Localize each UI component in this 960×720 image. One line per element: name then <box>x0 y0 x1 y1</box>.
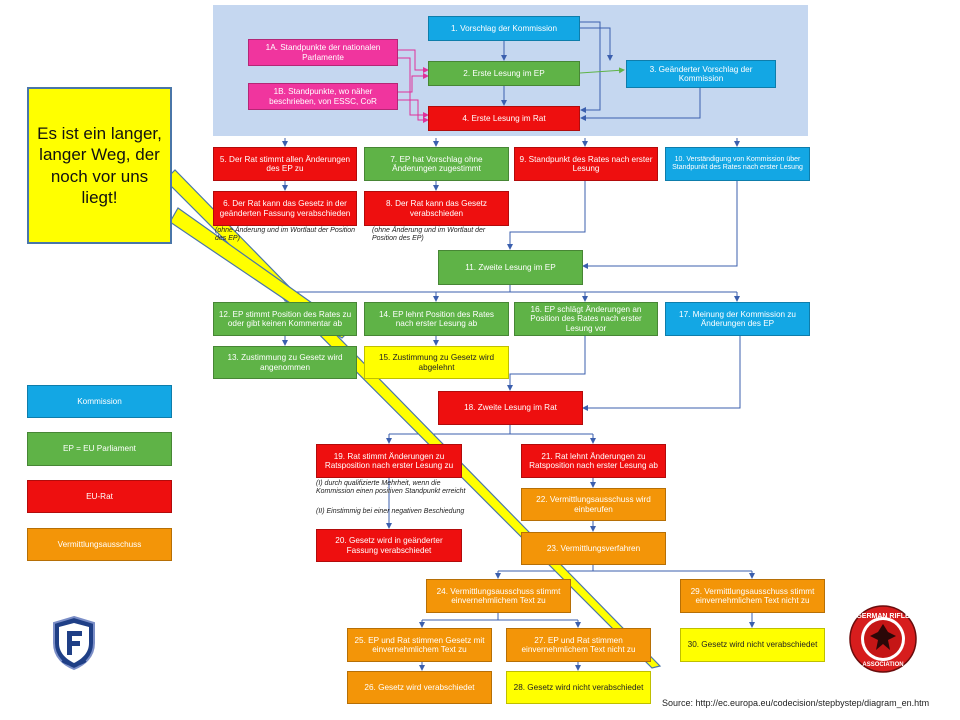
step-17-box: 17. Meinung der Kommission zu Änderungen… <box>665 302 810 336</box>
step-6-note: (ohne Änderung und im Wortlaut der Posit… <box>215 227 356 243</box>
step-2-box: 2. Erste Lesung im EP <box>428 61 580 86</box>
step-10-box: 10. Verständigung von Kommission über St… <box>665 147 810 181</box>
step-25-box: 25. EP und Rat stimmen Gesetz mit einver… <box>347 628 492 662</box>
arrow-2-3 <box>579 67 625 74</box>
step-9-box: 9. Standpunkt des Rates nach erster Lesu… <box>514 147 658 181</box>
step-1-box: 1. Vorschlag der Kommission <box>428 16 580 41</box>
shield-logo-icon <box>53 615 95 671</box>
arrow-3-4 <box>580 88 701 121</box>
step-13-box: 13. Zustimmung zu Gesetz wird angenommen <box>213 346 357 379</box>
step-12-box: 12. EP stimmt Position des Rates zu oder… <box>213 302 357 336</box>
step-19-box: 19. Rat stimmt Änderungen zu Ratspositio… <box>316 444 462 478</box>
legend-commission: Kommission <box>27 385 172 418</box>
arrow-1-3 <box>579 27 613 61</box>
arrow-1a-4 <box>398 57 429 118</box>
step-19-note-1: (I) durch qualifizierte Mehrheit, wenn d… <box>316 480 466 496</box>
step-1a-box: 1A. Standpunkte der nationalen Parlament… <box>248 39 398 66</box>
step-11-box: 11. Zweite Lesung im EP <box>438 250 583 285</box>
arrow-9-11 <box>507 181 586 250</box>
step-26-box: 26. Gesetz wird verabschiedet <box>347 671 492 704</box>
step-30-box: 30. Gesetz wird nicht verabschiedet <box>680 628 825 662</box>
step-4-box: 4. Erste Lesung im Rat <box>428 106 580 131</box>
step-24-box: 24. Vermittlungsausschuss stimmt einvern… <box>426 579 571 613</box>
step-8-box: 8. Der Rat kann das Gesetz verabschieden <box>364 191 509 226</box>
step-18-box: 18. Zweite Lesung im Rat <box>438 391 583 425</box>
step-27-box: 27. EP und Rat stimmen einvernehmlichem … <box>506 628 651 662</box>
arrow-1b-2 <box>398 73 429 93</box>
rifle-association-logo-icon: GERMAN RIFLE ASSOCIATION <box>849 605 917 673</box>
step-14-box: 14. EP lehnt Position des Rates nach ers… <box>364 302 509 336</box>
step-15-box: 15. Zustimmung zu Gesetz wird abgelehnt <box>364 346 509 379</box>
callout-pointer <box>164 169 662 669</box>
svg-text:ASSOCIATION: ASSOCIATION <box>862 662 903 668</box>
arrow-16-18 <box>507 336 586 391</box>
arrow-1b-4 <box>398 99 429 123</box>
legend-council: EU-Rat <box>27 480 172 513</box>
arrow-1a-2 <box>398 49 429 73</box>
source-caption: Source: http://ec.europa.eu/codecision/s… <box>662 698 930 708</box>
legend-ep: EP = EU Parliament <box>27 432 172 466</box>
callout-box: Es ist ein langer, langer Weg, der noch … <box>27 87 172 244</box>
step-19-note-2: (II) Einstimmig bei einer negativen Besc… <box>316 508 465 515</box>
arrow-10-11 <box>582 181 738 269</box>
step-8-note: (ohne Änderung und im Wortlaut der Posit… <box>372 227 486 243</box>
step-21-box: 21. Rat lehnt Änderungen zu Ratsposition… <box>521 444 666 478</box>
step-7-box: 7. EP hat Vorschlag ohne Änderungen zuge… <box>364 147 509 181</box>
step-5-box: 5. Der Rat stimmt allen Änderungen des E… <box>213 147 357 181</box>
step-22-box: 22. Vermittlungsausschuss wird einberufe… <box>521 488 666 521</box>
step-1b-box: 1B. Standpunkte, wo näher beschrieben, v… <box>248 83 398 110</box>
legend-conciliation: Vermittlungsausschuss <box>27 528 172 561</box>
step-16-box: 16. EP schlägt Änderungen an Position de… <box>514 302 658 336</box>
arrow-17-18 <box>582 336 741 411</box>
step-20-box: 20. Gesetz wird in geänderter Fassung ve… <box>316 529 462 562</box>
step-29-box: 29. Vermittlungsausschuss stimmt einvern… <box>680 579 825 613</box>
arrow-1-4 <box>579 21 601 113</box>
step-3-box: 3. Geänderter Vorschlag der Kommission <box>626 60 776 88</box>
step-28-box: 28. Gesetz wird nicht verabschiedet <box>506 671 651 704</box>
svg-text:GERMAN RIFLE: GERMAN RIFLE <box>856 613 910 620</box>
step-6-box: 6. Der Rat kann das Gesetz in der geände… <box>213 191 357 226</box>
step-23-box: 23. Vermittlungsverfahren <box>521 532 666 565</box>
